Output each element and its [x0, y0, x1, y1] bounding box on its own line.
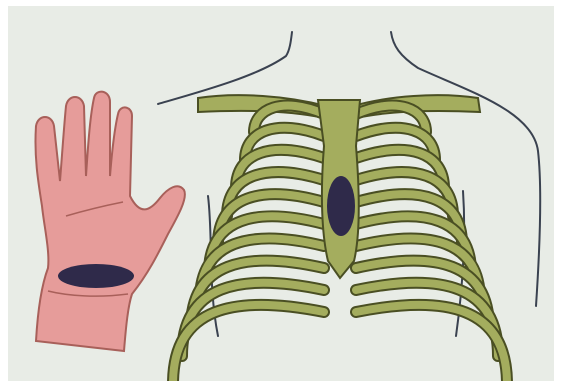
sternum-marker-icon	[327, 176, 355, 236]
illustration-canvas	[8, 6, 554, 381]
illustration-panel	[8, 6, 554, 381]
palm-marker-icon	[58, 264, 134, 288]
